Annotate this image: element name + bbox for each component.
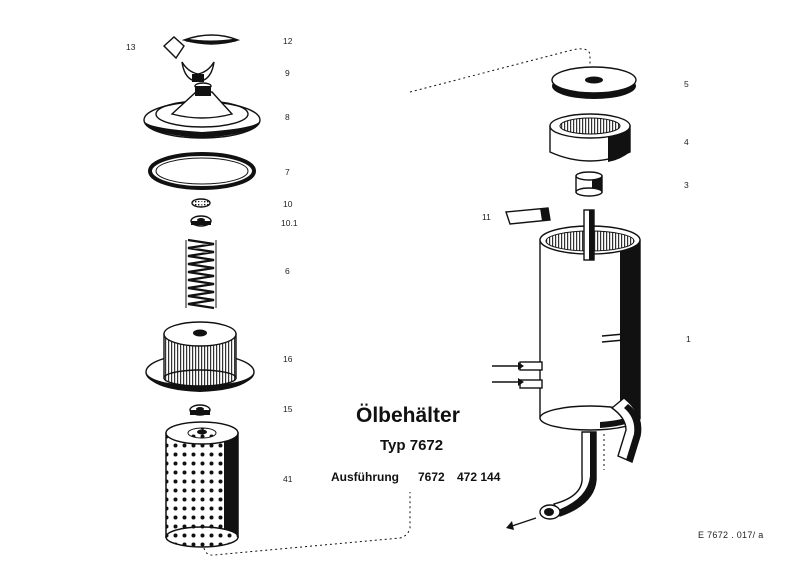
- drawing-reference-number: E 7672 . 017/ a: [698, 530, 764, 540]
- title-typ: Typ 7672: [380, 437, 443, 454]
- part-7-gasket-ring: [148, 152, 256, 190]
- title-ausfuehrung-label: Ausführung: [331, 470, 399, 484]
- part-1-tank: [492, 209, 642, 530]
- part-12-cap-cover: [181, 34, 241, 45]
- part-9-wing-nut: [181, 61, 215, 82]
- left-part-labels: 13 12 9 8 7 10 10.1 6 16 15 41: [126, 36, 298, 484]
- label-5: 5: [684, 79, 689, 89]
- label-11: 11: [482, 212, 491, 222]
- label-6: 6: [285, 266, 290, 276]
- label-13: 13: [126, 42, 136, 52]
- part-10-washer: [191, 198, 211, 208]
- label-16: 16: [283, 354, 293, 364]
- part-5-cover-disc: [551, 66, 637, 99]
- label-9: 9: [285, 68, 290, 78]
- label-10-1: 10.1: [281, 218, 298, 228]
- title-oelbehaelter: Ölbehälter: [356, 404, 460, 427]
- part-3-bushing: [575, 171, 603, 197]
- part-41-filter-element: [165, 421, 239, 548]
- title-ausfuehrung-number-b: 472 144: [457, 470, 501, 484]
- title-ausfuehrung-number-a: 7672: [418, 470, 445, 484]
- part-13-cap-piece: [162, 36, 185, 60]
- part-16-filter-housing: [145, 321, 255, 392]
- part-6-spring: [185, 238, 217, 310]
- label-15: 15: [283, 404, 293, 414]
- part-4-filter-cup: [549, 113, 631, 162]
- label-10: 10: [283, 199, 293, 209]
- label-8: 8: [285, 112, 290, 122]
- part-15-nut: [189, 404, 211, 416]
- label-7: 7: [285, 167, 290, 177]
- part-8-lid: [143, 82, 261, 139]
- label-3: 3: [684, 180, 689, 190]
- part-11-clip: [505, 207, 551, 225]
- label-1: 1: [686, 334, 691, 344]
- label-41: 41: [283, 474, 293, 484]
- right-part-labels: 5 4 3 11 1: [482, 79, 691, 344]
- label-12: 12: [283, 36, 293, 46]
- label-4: 4: [684, 137, 689, 147]
- part-10-1-nut: [190, 215, 212, 227]
